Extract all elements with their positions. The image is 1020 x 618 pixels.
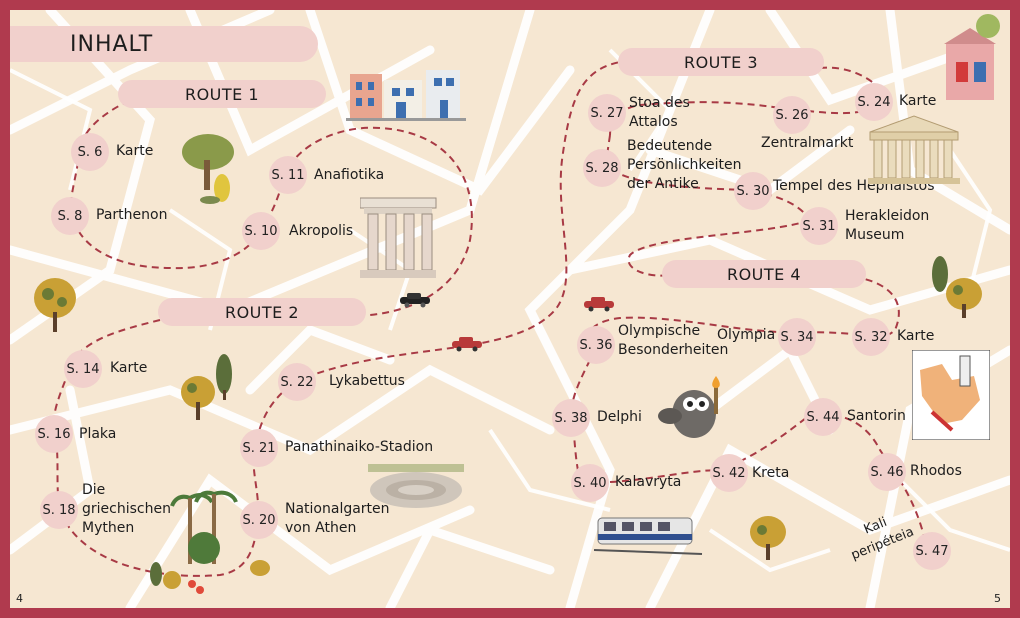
stop-label[interactable]: Santorin (847, 408, 906, 424)
stop-page-badge[interactable]: S. 31 (800, 207, 838, 245)
stop-label[interactable]: Stoa des Attalos (629, 95, 690, 130)
stop-page-badge[interactable]: S. 28 (583, 149, 621, 187)
stop-label[interactable]: Karte (110, 360, 148, 376)
stop-page-badge[interactable]: S. 40 (571, 464, 609, 502)
house-illustration (944, 14, 1000, 100)
route-2-heading: ROUTE 2 (158, 298, 366, 326)
stop-label[interactable]: Karte (897, 328, 935, 344)
houses-illustration (346, 70, 466, 121)
stop-page-badge[interactable]: S. 44 (804, 398, 842, 436)
stop-page-badge[interactable]: S. 42 (710, 454, 748, 492)
stop-label[interactable]: Olympische Besonderheiten (618, 323, 729, 358)
stop-page-badge[interactable]: S. 38 (552, 399, 590, 437)
tree-icon (34, 278, 76, 332)
stop-page-badge[interactable]: S. 11 (269, 156, 307, 194)
page-title: INHALT (70, 32, 154, 57)
page-number-left: 4 (16, 592, 23, 605)
stop-page-badge[interactable]: S. 24 (855, 83, 893, 121)
tree-icon (750, 516, 786, 560)
stop-label[interactable]: Delphi (597, 409, 642, 425)
trees-icon (932, 256, 982, 318)
stop-label[interactable]: Kalavryta (615, 474, 682, 490)
greece-map-illustration (912, 350, 990, 440)
train-illustration (594, 517, 703, 555)
stop-label[interactable]: Anafiotika (314, 167, 385, 183)
stop-page-badge[interactable]: S. 34 (778, 318, 816, 356)
stop-page-badge[interactable]: S. 30 (734, 172, 772, 210)
stop-page-badge[interactable]: S. 27 (588, 94, 626, 132)
stop-page-badge[interactable]: S. 47 (913, 532, 951, 570)
stop-label[interactable]: Karte (116, 143, 154, 159)
stop-page-badge[interactable]: S. 22 (278, 363, 316, 401)
spread: INHALT ROUTE 1 ROUTE 2 ROUTE 3 ROUTE 4 S… (10, 10, 1010, 608)
stop-label[interactable]: Karte (899, 93, 937, 109)
stop-label[interactable]: Olympia (717, 327, 776, 343)
stop-label[interactable]: Bedeutende Persönlichkeiten der Antike (627, 138, 742, 192)
caryatids-illustration (360, 197, 437, 278)
stadium-illustration (368, 464, 464, 508)
stop-page-badge[interactable]: S. 36 (577, 326, 615, 364)
stop-label[interactable]: Rhodos (910, 463, 962, 479)
stop-label[interactable]: Panathinaiko-Stadion (285, 439, 434, 455)
olive-tree-icon (182, 134, 234, 204)
street-map-background (10, 10, 1010, 608)
car-icon (584, 297, 614, 312)
stop-page-badge[interactable]: S. 8 (51, 197, 89, 235)
stop-page-badge[interactable]: S. 10 (242, 212, 280, 250)
stop-page-badge[interactable]: S. 32 (852, 318, 890, 356)
temple-illustration (868, 115, 960, 184)
stop-label[interactable]: Herakleidon Museum (845, 208, 930, 243)
stop-label[interactable]: Die griechischen Mythen (82, 482, 171, 536)
stop-page-badge[interactable]: S. 20 (240, 501, 278, 539)
car-icon (400, 293, 430, 308)
stop-label[interactable]: Plaka (79, 426, 117, 442)
stop-label[interactable]: Zentralmarkt (761, 135, 854, 151)
stop-label[interactable]: Lykabettus (329, 373, 405, 389)
small-trees-icon (150, 560, 270, 594)
stop-page-badge[interactable]: S. 18 (40, 491, 78, 529)
route-1-heading: ROUTE 1 (118, 80, 326, 108)
route-3-heading: ROUTE 3 (618, 48, 824, 76)
stop-page-badge[interactable]: S. 6 (71, 133, 109, 171)
page-number-right: 5 (994, 592, 1001, 605)
palm-trees-icon (170, 490, 238, 564)
stop-page-badge[interactable]: S. 26 (773, 96, 811, 134)
stop-label[interactable]: Kreta (752, 465, 790, 481)
stop-page-badge[interactable]: S. 46 (868, 453, 906, 491)
stop-page-badge[interactable]: S. 16 (35, 415, 73, 453)
stop-label[interactable]: Parthenon (96, 207, 168, 223)
stop-page-badge[interactable]: S. 14 (64, 350, 102, 388)
stop-label[interactable]: Nationalgarten von Athen (285, 501, 390, 536)
route-4-heading: ROUTE 4 (662, 260, 866, 288)
owl-illustration (658, 376, 720, 438)
title-banner (10, 26, 318, 62)
stop-label[interactable]: Akropolis (289, 223, 354, 239)
car-icon (452, 337, 482, 352)
stop-page-badge[interactable]: S. 21 (240, 429, 278, 467)
trees-icon (181, 354, 232, 420)
